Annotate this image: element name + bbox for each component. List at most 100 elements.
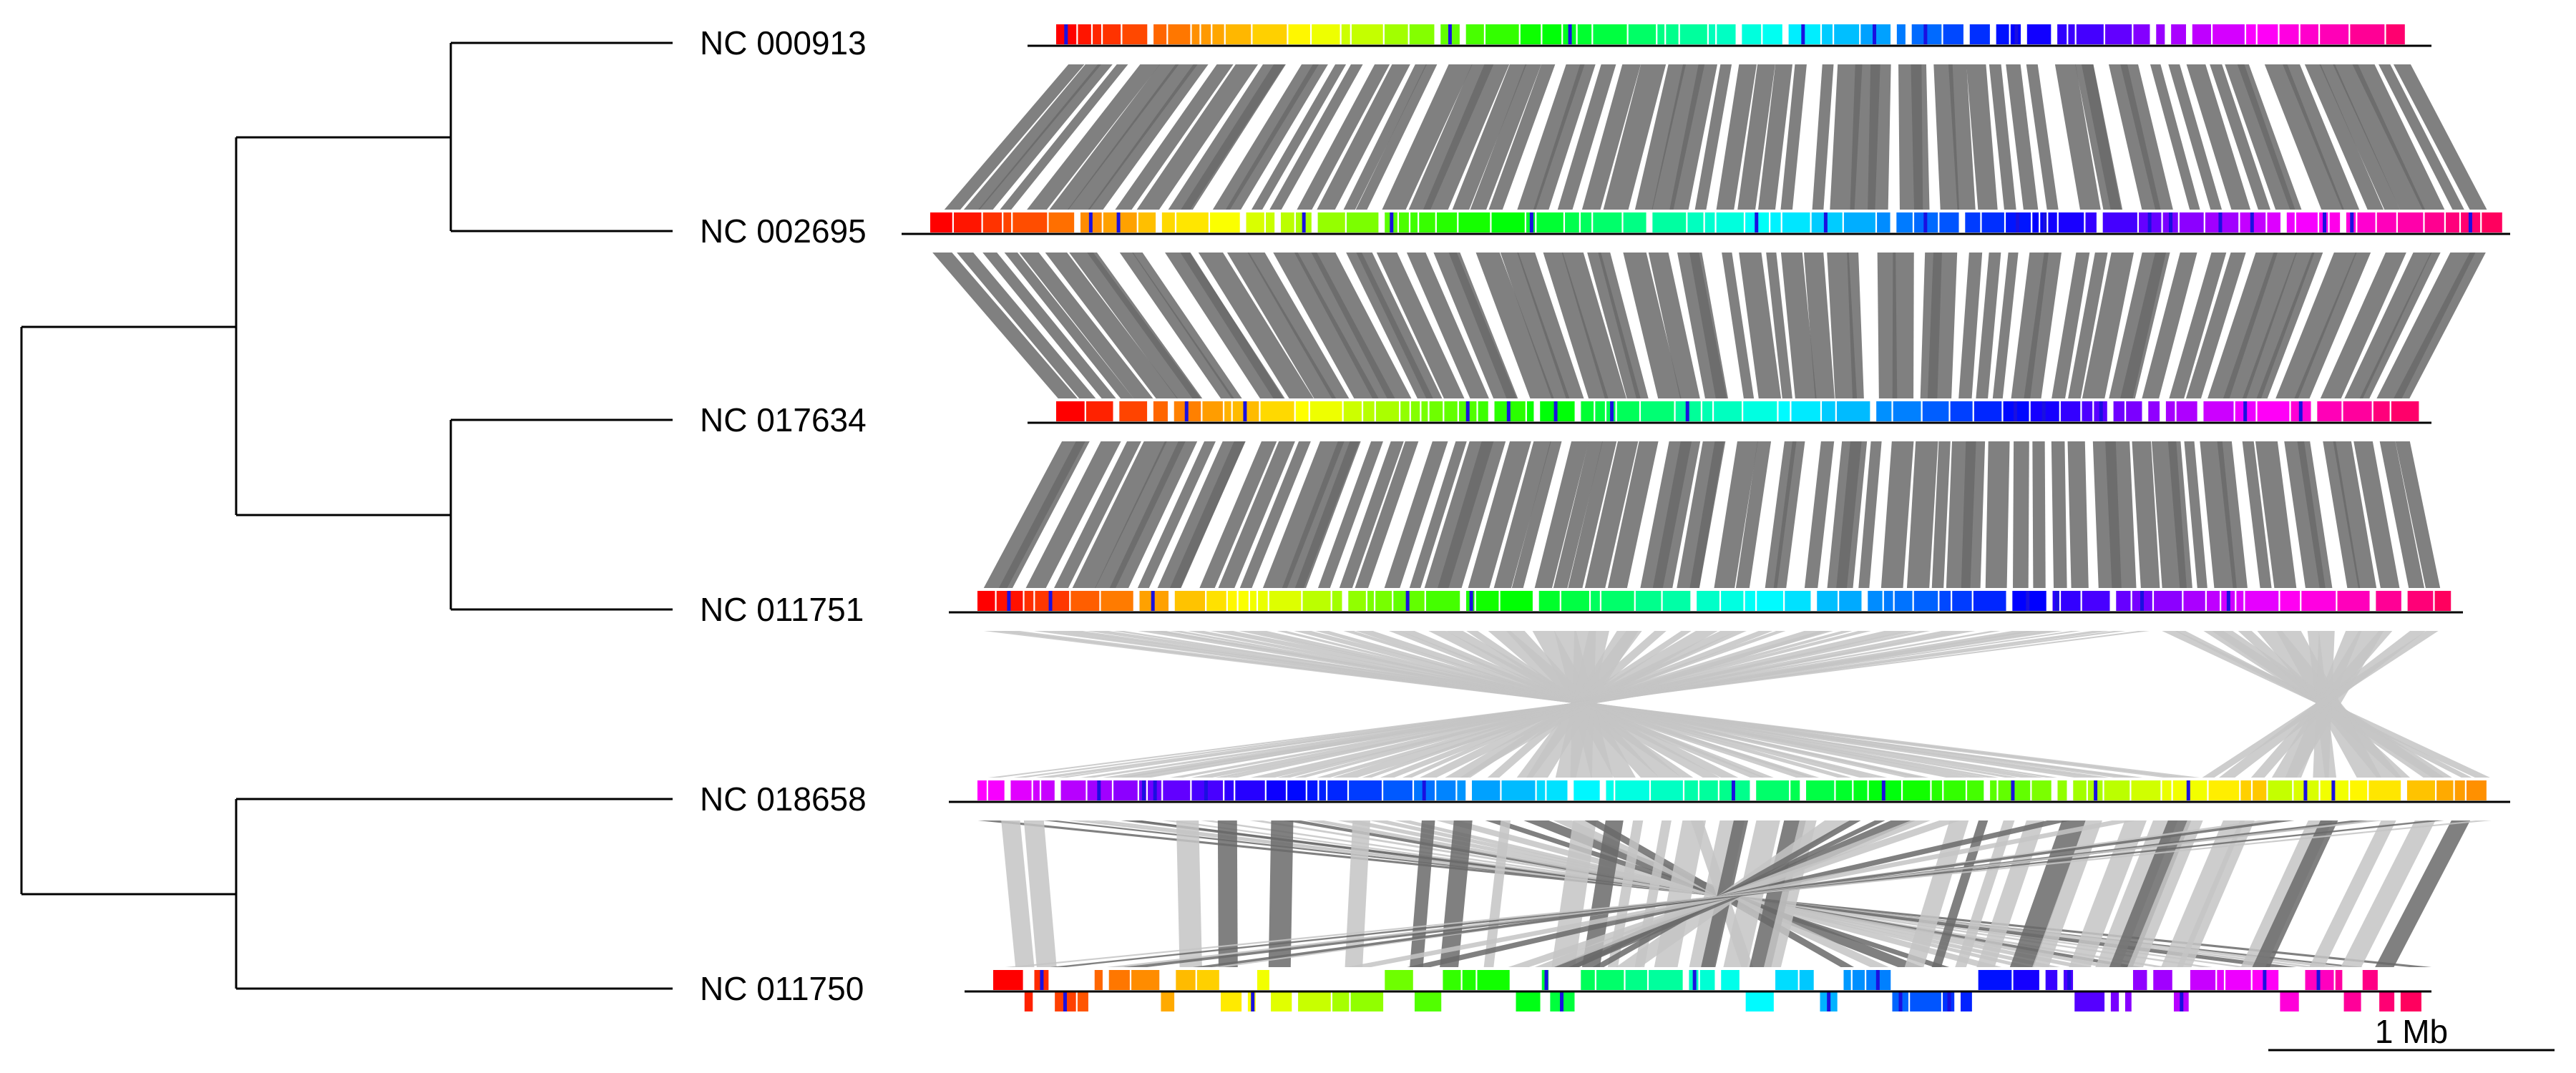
synteny-link [2297,441,2333,588]
gene-block [1922,401,1949,421]
gene-marker [1875,970,1880,990]
gene-block [1033,780,1040,800]
gene-block [2343,401,2372,421]
gene-block [1048,212,1075,232]
gene-block [1516,991,1541,1011]
gene-block [1436,212,1458,232]
gene-marker [2263,970,2267,990]
gene-block [2073,780,2087,800]
synteny-link [1551,820,1597,967]
gene-block [2434,591,2451,611]
gene-block [2368,780,2401,800]
gene-block [1457,780,1466,800]
gene-block [2317,401,2342,421]
gene-marker [2169,212,2173,232]
synteny-link [1199,441,1277,588]
gene-block [1269,591,1302,611]
synteny-link [1382,64,1473,210]
gene-block [2376,591,2401,611]
synteny-link [1868,64,1891,210]
synteny-link [2341,820,2436,967]
gene-block [1893,401,1921,421]
gene-marker [2323,212,2327,232]
gene-block [1806,780,1835,800]
synteny-link [1766,253,1792,398]
synteny-link [1689,253,1729,398]
gene-block [2124,991,2132,1011]
synteny-link [1294,441,1361,588]
gene-block [1877,212,1890,232]
synteny-link [1780,253,1817,398]
gene-block [1500,591,1533,611]
gene-block [1903,780,1931,800]
gene-block [1931,780,1943,800]
gene-block [1093,24,1101,44]
gene-block [2373,401,2390,421]
gene-marker [1448,24,1452,44]
gene-block [2267,212,2280,232]
gene-marker [2186,780,2190,800]
gene-block [1271,991,1292,1011]
synteny-link [2395,441,2441,588]
genome-label: NC 017634 [700,401,867,438]
synteny-link [1045,253,1179,398]
gene-marker [2094,780,2098,800]
synteny-link [1716,64,1757,210]
gene-block [1538,591,1560,611]
synteny-link [1689,441,1724,588]
synteny-link [1931,441,1951,588]
synteny-link [1409,441,1467,588]
gene-block [1475,591,1499,611]
gene-block [1351,24,1383,44]
synteny-link [1136,64,1259,210]
gene-block [1485,24,1519,44]
gene-block [977,780,987,800]
synteny-link [1376,253,1465,398]
gene-block [2104,780,2130,800]
gene-block [1383,780,1413,800]
gene-block [1969,24,1990,44]
synteny-link [2333,441,2377,588]
synteny-link [1648,253,1700,398]
gene-block [1443,970,1461,990]
synteny-link [1019,253,1153,398]
gene-block [2068,24,2075,44]
gene-block [1153,401,1168,421]
synteny-link [1877,253,1898,398]
synteny-link [1904,820,1969,967]
gene-block [982,212,1002,232]
synteny-link [2242,253,2315,398]
gene-block [1307,780,1318,800]
gene-block [1943,24,1963,44]
gene-marker [2180,991,2184,1011]
gene-block [2436,780,2454,800]
gene-block [2026,24,2051,44]
gene-block [1060,780,1086,800]
synteny-link [2120,64,2173,210]
synteny-link [1001,820,1035,967]
synteny-link [982,253,1116,398]
synteny-link [1470,64,1541,210]
gene-block [1078,24,1091,44]
gene-block [2113,401,2125,421]
gene-marker [1243,401,1247,421]
gene-block [1252,24,1287,44]
synteny-link [2200,441,2237,588]
gene-block [1679,24,1707,44]
gene-block [1526,401,1534,421]
synteny-link [1317,441,1383,588]
gene-block [2386,24,2405,44]
synteny-link [1598,253,1649,398]
synteny-link [1739,253,1782,398]
gene-block [1657,24,1665,44]
gene-block [1822,401,1835,421]
synteny-link [1735,441,1772,588]
synteny-link [2320,253,2406,398]
gene-marker [2055,591,2059,611]
gene-marker [1544,970,1548,990]
gene-block [1421,401,1428,421]
gene-block [1721,970,1740,990]
gene-block [2337,591,2370,611]
gene-marker [1755,212,1759,232]
synteny-link [1780,64,1807,210]
